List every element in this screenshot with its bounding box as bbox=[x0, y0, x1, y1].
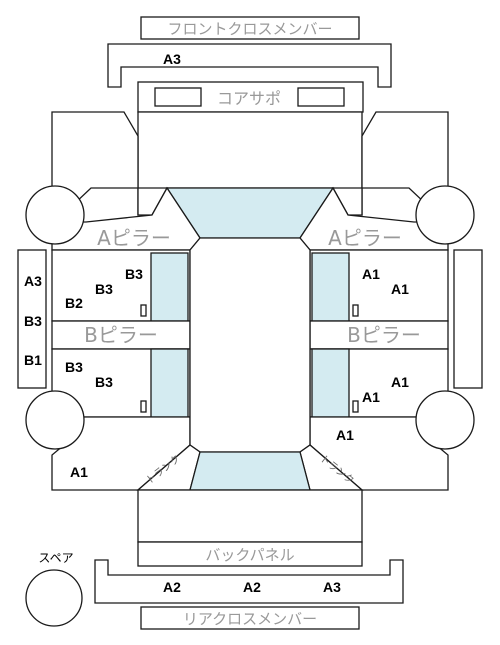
b-pillar-right[interactable]: Bピラー bbox=[309, 320, 449, 350]
grade-left-rear-fender: A1 bbox=[70, 464, 88, 480]
grade-left-sill-3: B1 bbox=[24, 352, 42, 368]
grade-rear-cross-member-2: A2 bbox=[243, 579, 261, 595]
b-pillar-right-label: Bピラー bbox=[347, 323, 421, 347]
a-pillar-left-label: Aピラー bbox=[97, 226, 171, 250]
grade-left-sill-2: B3 bbox=[24, 313, 42, 329]
front-bumper-outline bbox=[107, 43, 392, 88]
spare-label: スペア bbox=[38, 551, 73, 565]
back-panel[interactable]: バックパネル bbox=[137, 541, 363, 567]
right-front-fender[interactable] bbox=[331, 111, 449, 216]
core-support-label: コアサポ bbox=[217, 89, 281, 108]
core-support[interactable]: コアサポ bbox=[137, 81, 364, 113]
left-front-window bbox=[150, 252, 189, 322]
grade-right-front-door-1: A1 bbox=[362, 266, 380, 282]
right-rear-door-handle bbox=[352, 400, 359, 413]
left-front-wheel[interactable] bbox=[25, 185, 85, 245]
grade-right-rear-door-1: A1 bbox=[391, 374, 409, 390]
right-side-sill[interactable] bbox=[453, 249, 483, 389]
rear-cross-member-label: リアクロスメンバー bbox=[183, 610, 317, 628]
grade-left-sill-1: A3 bbox=[24, 273, 42, 289]
grade-front-cross-member: A3 bbox=[163, 51, 181, 67]
left-side-sill[interactable] bbox=[17, 249, 47, 389]
grade-right-front-door-2: A1 bbox=[391, 281, 409, 297]
grade-right-rear-door-2: A1 bbox=[362, 389, 380, 405]
front-cross-member-label: フロントクロスメンバー bbox=[167, 20, 332, 38]
left-front-door-handle bbox=[140, 304, 147, 317]
grade-right-rear-fender: A1 bbox=[336, 427, 354, 443]
right-front-wheel[interactable] bbox=[415, 185, 475, 245]
front-cross-member[interactable]: フロントクロスメンバー bbox=[140, 16, 360, 40]
right-headlight bbox=[297, 87, 345, 107]
spare-tire[interactable] bbox=[25, 569, 83, 627]
back-panel-label: バックパネル bbox=[205, 546, 294, 564]
grade-left-rear-door-1: B3 bbox=[65, 359, 83, 375]
rear-window bbox=[189, 451, 311, 491]
left-rear-door-handle bbox=[140, 400, 147, 413]
left-headlight bbox=[154, 87, 202, 107]
rear-cross-member[interactable]: リアクロスメンバー bbox=[140, 606, 360, 630]
right-front-door-handle bbox=[352, 304, 359, 317]
left-rear-wheel[interactable] bbox=[25, 390, 85, 450]
right-rear-wheel[interactable] bbox=[415, 390, 475, 450]
trunk-lid[interactable] bbox=[137, 489, 363, 543]
b-pillar-left-label: Bピラー bbox=[84, 323, 158, 347]
right-front-window bbox=[311, 252, 350, 322]
rear-bumper-outline bbox=[94, 559, 404, 604]
left-rear-window bbox=[150, 348, 189, 418]
grade-left-front-door-2: B2 bbox=[65, 295, 83, 311]
grade-left-front-door-1: B3 bbox=[125, 266, 143, 282]
roof[interactable] bbox=[189, 237, 311, 453]
grade-rear-cross-member-1: A2 bbox=[163, 579, 181, 595]
a-pillar-right-label: Aピラー bbox=[328, 226, 402, 250]
b-pillar-left[interactable]: Bピラー bbox=[51, 320, 191, 350]
a-pillar-right[interactable]: Aピラー bbox=[299, 186, 449, 251]
right-rear-window bbox=[311, 348, 350, 418]
grade-left-front-door-3: B3 bbox=[95, 281, 113, 297]
grade-rear-cross-member-3: A3 bbox=[323, 579, 341, 595]
grade-left-rear-door-2: B3 bbox=[95, 374, 113, 390]
